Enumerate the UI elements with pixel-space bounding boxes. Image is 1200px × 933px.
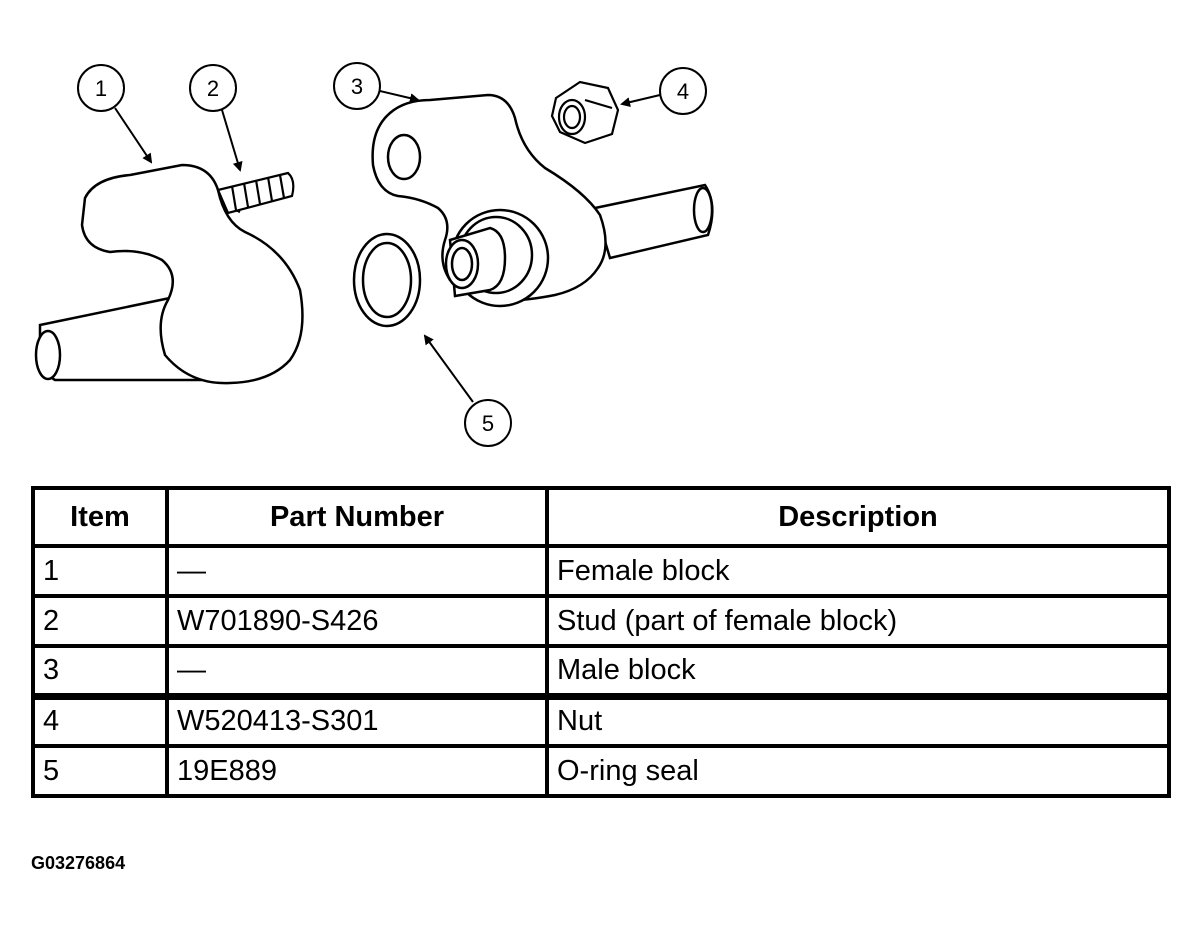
header-description: Description bbox=[545, 486, 1171, 548]
callout-3: 3 bbox=[333, 62, 420, 110]
cell-part-number: W701890-S426 bbox=[165, 594, 549, 648]
cell-description: O-ring seal bbox=[545, 744, 1171, 798]
callout-1: 1 bbox=[77, 64, 153, 164]
exploded-parts-diagram: 1 2 3 4 5 bbox=[34, 62, 714, 447]
cell-description: Nut bbox=[545, 692, 1171, 748]
table-row: 2 W701890-S426 Stud (part of female bloc… bbox=[31, 594, 1171, 648]
callout-2: 2 bbox=[189, 64, 243, 172]
cell-item: 1 bbox=[31, 544, 169, 598]
callout-3-label: 3 bbox=[351, 74, 363, 99]
parts-table: Item Part Number Description 1 — Female … bbox=[31, 486, 1171, 798]
cell-item: 5 bbox=[31, 744, 169, 798]
stud-drawing bbox=[216, 171, 295, 215]
header-part-number: Part Number bbox=[165, 486, 549, 548]
cell-item: 2 bbox=[31, 594, 169, 648]
cell-part-number: — bbox=[165, 544, 549, 598]
cell-description: Stud (part of female block) bbox=[545, 594, 1171, 648]
callout-4-label: 4 bbox=[677, 79, 689, 104]
callout-2-label: 2 bbox=[207, 76, 219, 101]
callout-5: 5 bbox=[423, 334, 512, 447]
cell-part-number: W520413-S301 bbox=[165, 692, 549, 748]
cell-description: Male block bbox=[545, 644, 1171, 698]
table-row: 5 19E889 O-ring seal bbox=[31, 744, 1171, 798]
nut-drawing bbox=[550, 80, 620, 145]
cell-part-number: 19E889 bbox=[165, 744, 549, 798]
table-row: 3 — Male block bbox=[31, 644, 1171, 698]
cell-description: Female block bbox=[545, 544, 1171, 598]
callout-5-label: 5 bbox=[482, 411, 494, 436]
table-row: 4 W520413-S301 Nut bbox=[31, 692, 1171, 748]
female-block-drawing bbox=[34, 163, 304, 385]
table-header-row: Item Part Number Description bbox=[31, 486, 1171, 548]
o-ring-drawing bbox=[352, 232, 422, 328]
table-row: 1 — Female block bbox=[31, 544, 1171, 598]
cell-item: 3 bbox=[31, 644, 169, 698]
figure-code: G03276864 bbox=[31, 853, 126, 873]
male-block-drawing bbox=[371, 93, 714, 308]
cell-part-number: — bbox=[165, 644, 549, 698]
cell-item: 4 bbox=[31, 692, 169, 748]
header-item: Item bbox=[31, 486, 169, 548]
callout-4: 4 bbox=[620, 67, 707, 115]
callout-1-label: 1 bbox=[95, 76, 107, 101]
